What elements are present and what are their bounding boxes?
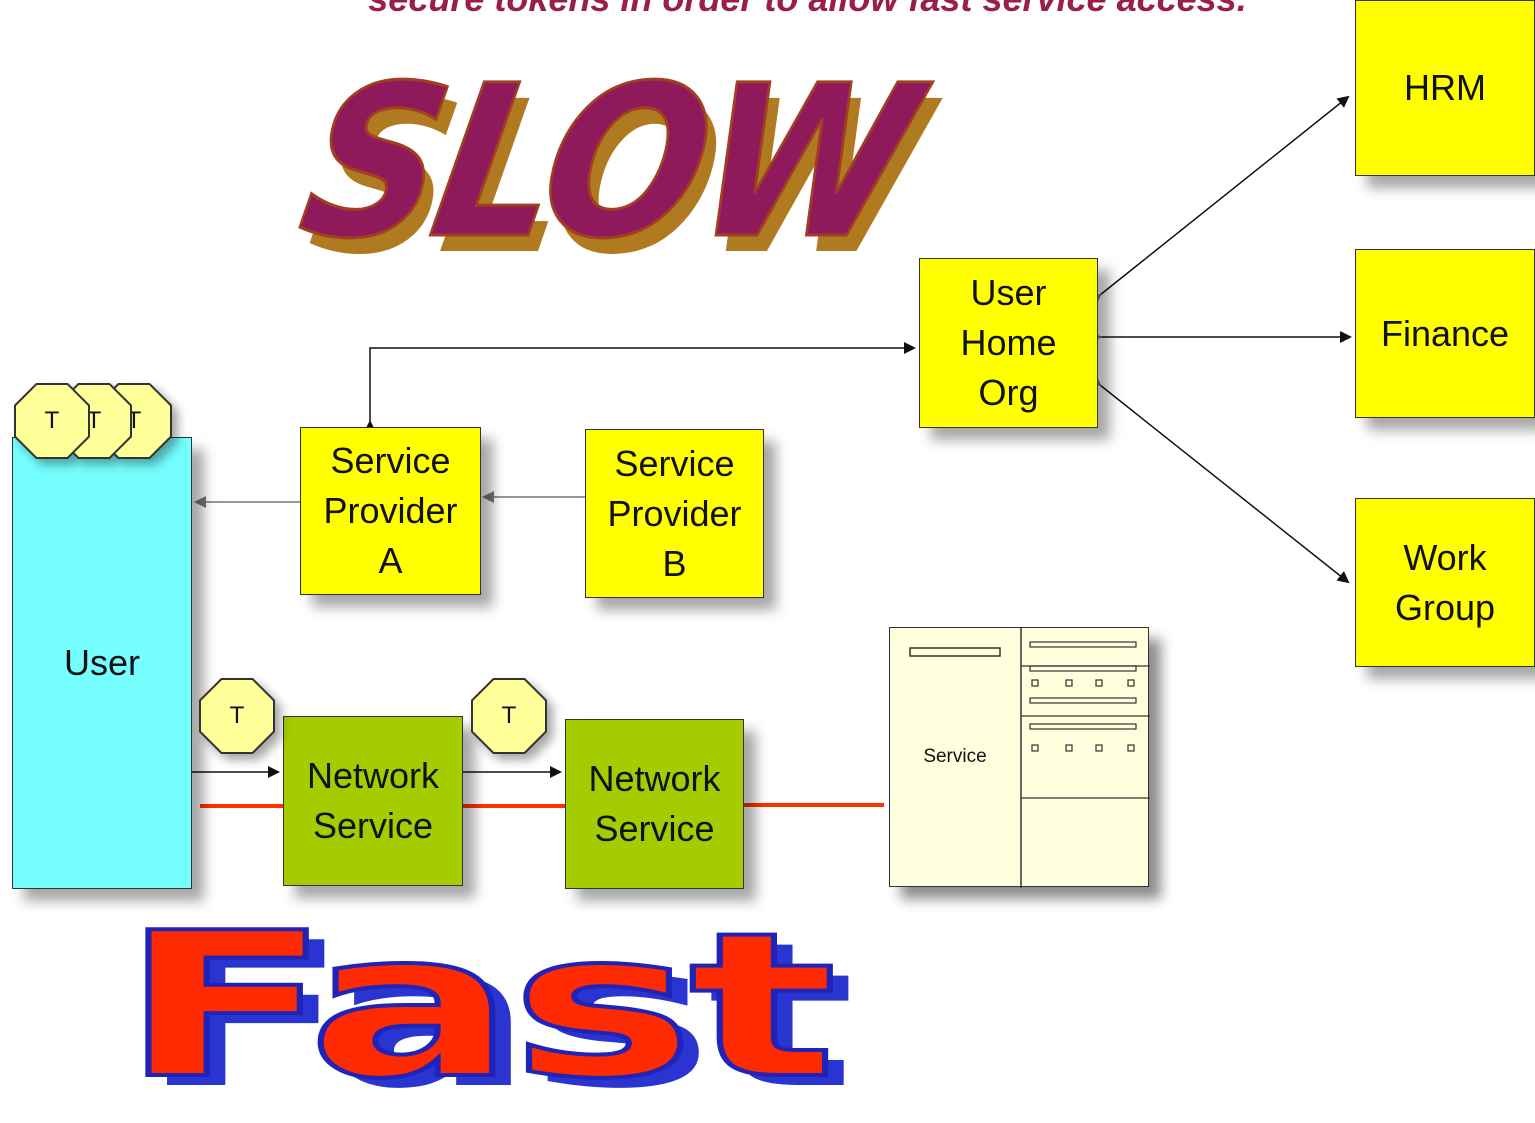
node-finance: Finance [1355, 249, 1535, 418]
node-network-service-2-label: Network Service [588, 758, 721, 849]
service-server: Service [889, 627, 1150, 888]
node-hrm-label: HRM [1404, 67, 1486, 108]
token-2: T [471, 678, 547, 754]
node-network-service-1: Network Service [283, 716, 463, 886]
arrow-homeorg-workgroup [1088, 374, 1350, 584]
token-stack-1-label: T [16, 385, 88, 457]
node-service-provider-a-label: Service Provider A [323, 440, 458, 581]
node-user-home-org-label: User Home Org [960, 272, 1057, 413]
token-2-label: T [473, 680, 545, 752]
node-network-service-1-label: Network Service [306, 755, 440, 846]
node-service-provider-b: Service Provider B [585, 429, 764, 598]
node-user: User [12, 437, 192, 889]
service-server-label: Service [923, 746, 987, 767]
node-hrm: HRM [1355, 0, 1535, 176]
node-user-label: User [63, 642, 140, 683]
node-service-provider-b-label: Service Provider B [607, 442, 742, 584]
connectors-layer [192, 95, 1352, 808]
token-1: T [199, 678, 275, 754]
arrow-homeorg-hrm [1088, 95, 1350, 306]
node-work-group: Work Group [1355, 498, 1535, 667]
node-work-group-label: Work Group [1394, 536, 1496, 628]
node-service-provider-a: Service Provider A [300, 427, 481, 595]
arrow-spa-homeorg [364, 342, 916, 432]
fast-wordart: Fast [117, 888, 840, 1123]
caption-text: secure tokens in order to allow fast ser… [40, 0, 1535, 20]
node-finance-label: Finance [1380, 312, 1510, 354]
node-user-home-org: User Home Org [919, 258, 1098, 428]
server-icon [909, 628, 1150, 888]
token-1-label: T [201, 680, 273, 752]
node-network-service-2: Network Service [565, 719, 744, 889]
token-stack-1: T [14, 383, 90, 459]
slow-wordart: SLOW [285, 39, 928, 287]
